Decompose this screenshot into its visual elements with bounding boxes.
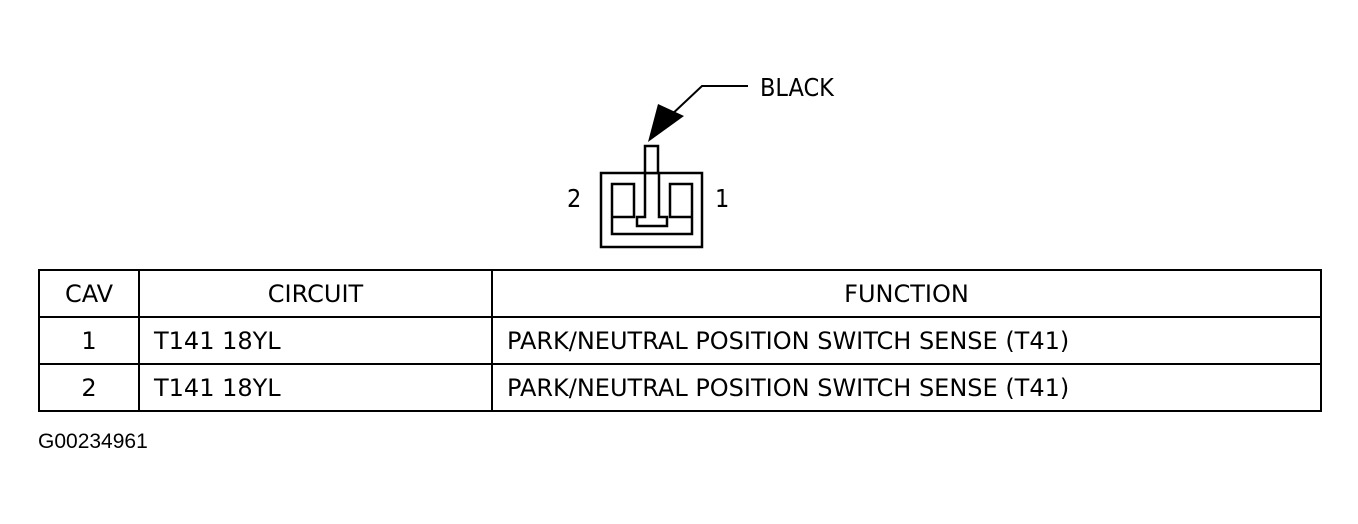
figure-id: G00234961 <box>38 430 148 453</box>
cell-function: PARK/NEUTRAL POSITION SWITCH SENSE (T41) <box>491 363 1322 412</box>
table-row: 1 T141 18YL PARK/NEUTRAL POSITION SWITCH… <box>38 316 1322 365</box>
leader-line <box>667 85 748 119</box>
table-header-row: CAV CIRCUIT FUNCTION <box>38 269 1322 318</box>
connector-key <box>635 173 669 228</box>
connector-color-label: BLACK <box>760 73 835 102</box>
cell-cav: 2 <box>38 363 140 412</box>
table-row: 2 T141 18YL PARK/NEUTRAL POSITION SWITCH… <box>38 363 1322 412</box>
arrow-head <box>648 104 684 142</box>
header-function: FUNCTION <box>491 269 1322 318</box>
cavity-table: CAV CIRCUIT FUNCTION 1 T141 18YL PARK/NE… <box>38 269 1322 412</box>
cell-circuit: T141 18YL <box>138 316 493 365</box>
cell-circuit: T141 18YL <box>138 363 493 412</box>
connector-latch <box>643 144 660 175</box>
pin-1-label: 1 <box>715 184 729 213</box>
header-cav: CAV <box>38 269 140 318</box>
cell-function: PARK/NEUTRAL POSITION SWITCH SENSE (T41) <box>491 316 1322 365</box>
cell-cav: 1 <box>38 316 140 365</box>
header-circuit: CIRCUIT <box>138 269 493 318</box>
connector-diagram: BLACK 2 1 <box>567 73 835 249</box>
connector-cavities <box>610 182 694 236</box>
pin-2-label: 2 <box>567 184 581 213</box>
